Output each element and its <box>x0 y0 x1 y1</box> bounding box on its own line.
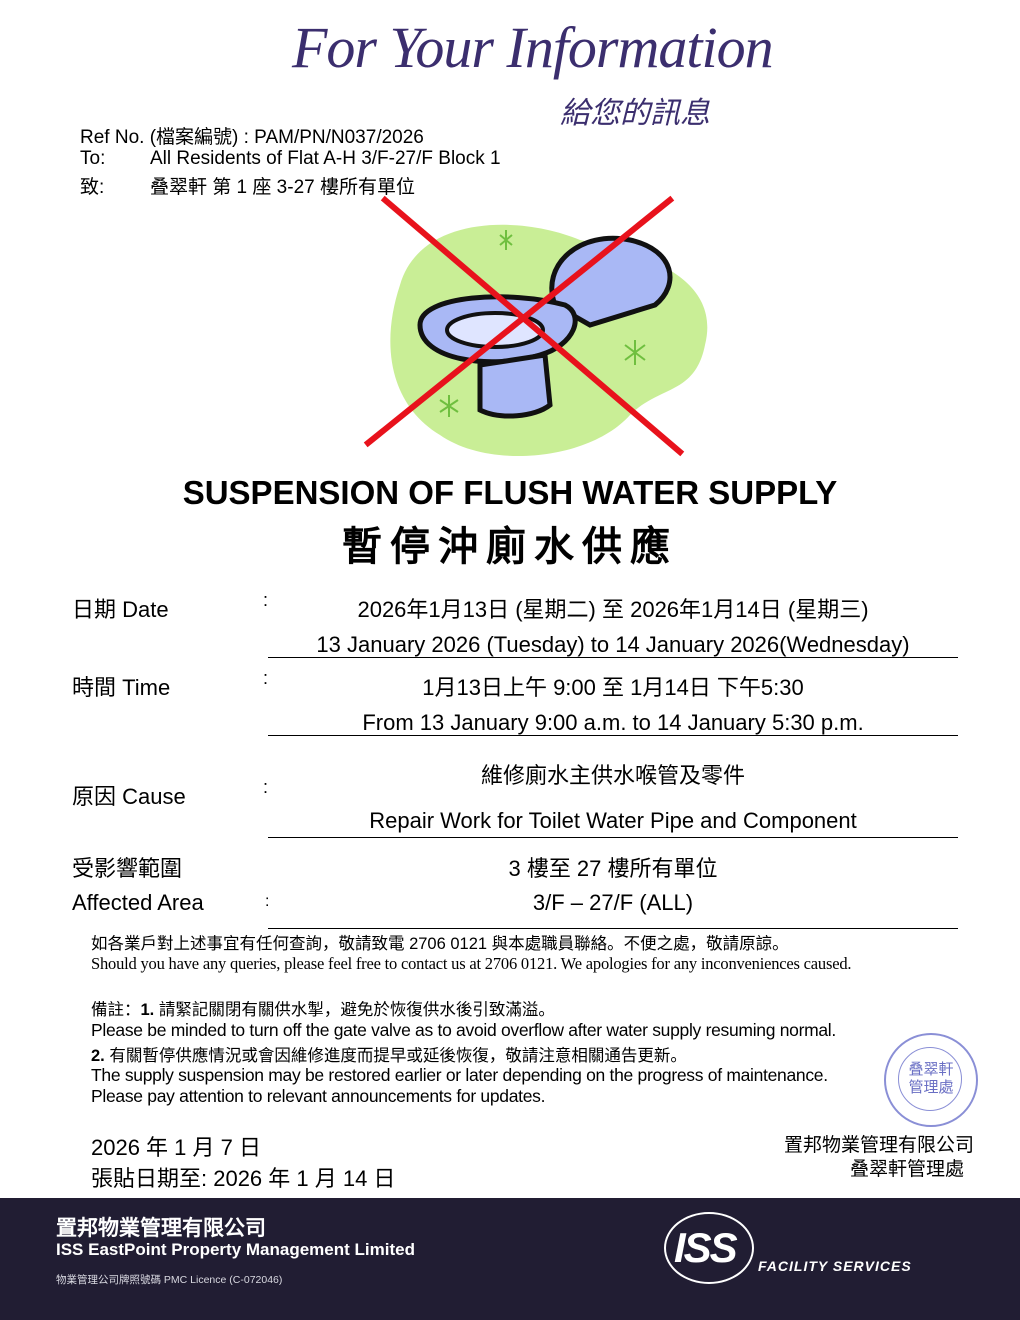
cause-label: 原因 Cause <box>72 784 186 809</box>
cause-value-en: Repair Work for Toilet Water Pipe and Co… <box>369 808 857 833</box>
area-label-zh: 受影響範圍 <box>72 856 183 881</box>
to-label-zh: 致: <box>80 177 105 198</box>
footer: 置邦物業管理有限公司 ISS EastPoint Property Manage… <box>0 1198 1020 1320</box>
management-stamp: 叠翠軒管理處 <box>884 1033 978 1127</box>
iss-logo: ISS <box>664 1212 754 1284</box>
area-value-zh: 3 樓至 27 樓所有單位 <box>508 856 718 881</box>
remark-2-en-2: Please pay attention to relevant announc… <box>91 1086 546 1106</box>
ref-number: Ref No. (檔案編號) : PAM/PN/N037/2026 <box>80 127 424 148</box>
toilet-crossed-out-icon <box>363 195 708 457</box>
remark-1-text: 請緊記關閉有關供水掣，避免於恢復供水後引致滿溢。 <box>154 1001 555 1019</box>
remark-2-en-1: The supply suspension may be restored ea… <box>91 1065 828 1085</box>
remark-1-en: Please be minded to turn off the gate va… <box>91 1020 836 1040</box>
remark-2-text: 有關暫停供應情況或會因維修進度而提早或延後恢復，敬請注意相關通告更新。 <box>104 1047 687 1065</box>
footer-company-en: ISS EastPoint Property Management Limite… <box>56 1240 415 1259</box>
iss-logo-tagline: FACILITY SERVICES <box>758 1258 912 1274</box>
issue-date: 2026 年 1 月 7 日 <box>91 1135 261 1160</box>
title-zh: 暫停沖廁水供應 <box>342 525 678 569</box>
date-colon: : <box>263 590 269 610</box>
banner-title-zh: 給您的訊息 <box>560 97 710 130</box>
date-label: 日期 Date <box>72 597 169 622</box>
area-value-en: 3/F – 27/F (ALL) <box>532 890 694 915</box>
divider <box>268 928 958 929</box>
enquiry-en: Should you have any queries, please feel… <box>91 954 852 973</box>
time-value-zh: 1月13日上午 9:00 至 1月14日 下午5:30 <box>422 675 804 700</box>
time-value-en: From 13 January 9:00 a.m. to 14 January … <box>362 710 864 735</box>
banner-title: For Your Information <box>292 15 774 80</box>
footer-licence: 物業管理公司牌照號碼 PMC Licence (C-072046) <box>56 1274 283 1286</box>
posted-until-date: 張貼日期至: 2026 年 1 月 14 日 <box>91 1166 396 1191</box>
remark-1-number: 1. <box>140 1001 155 1019</box>
cause-colon: : <box>263 777 269 797</box>
remark-2-zh: 2. 有關暫停供應情況或會因維修進度而提早或延後恢復，敬請注意相關通告更新。 <box>91 1042 687 1066</box>
area-label-en: Affected Area <box>72 890 204 915</box>
signature-company: 置邦物業管理有限公司 <box>783 1135 974 1156</box>
divider <box>268 735 958 736</box>
cause-value-zh: 維修廁水主供水喉管及零件 <box>480 763 745 788</box>
area-colon: : <box>265 893 270 910</box>
to-value-zh: 叠翠軒 第 1 座 3-27 樓所有單位 <box>150 177 415 198</box>
title-en: SUSPENSION OF FLUSH WATER SUPPLY <box>182 474 838 511</box>
divider <box>268 657 958 658</box>
enquiry-zh: 如各業戶對上述事宜有任何查詢，敬請致電 2706 0121 與本處職員聯絡。不便… <box>91 935 789 953</box>
divider <box>268 837 958 838</box>
to-label: To: <box>80 148 106 169</box>
signature-office: 叠翠軒管理處 <box>849 1159 964 1180</box>
time-colon: : <box>263 668 269 688</box>
date-value-en: 13 January 2026 (Tuesday) to 14 January … <box>316 632 910 657</box>
iss-logo-text: ISS <box>674 1224 738 1271</box>
remark-2-number: 2. <box>91 1047 105 1065</box>
to-value: All Residents of Flat A-H 3/F-27/F Block… <box>150 148 501 169</box>
date-value-zh: 2026年1月13日 (星期二) 至 2026年1月14日 (星期三) <box>357 597 869 622</box>
stamp-text: 叠翠軒管理處 <box>908 1061 954 1096</box>
footer-company-zh: 置邦物業管理有限公司 <box>56 1217 266 1240</box>
time-label: 時間 Time <box>72 675 171 700</box>
remarks-prefix: 備註： <box>91 1001 141 1019</box>
remark-1-zh: 備註：1. 請緊記關閉有關供水掣，避免於恢復供水後引致滿溢。 <box>91 996 555 1020</box>
